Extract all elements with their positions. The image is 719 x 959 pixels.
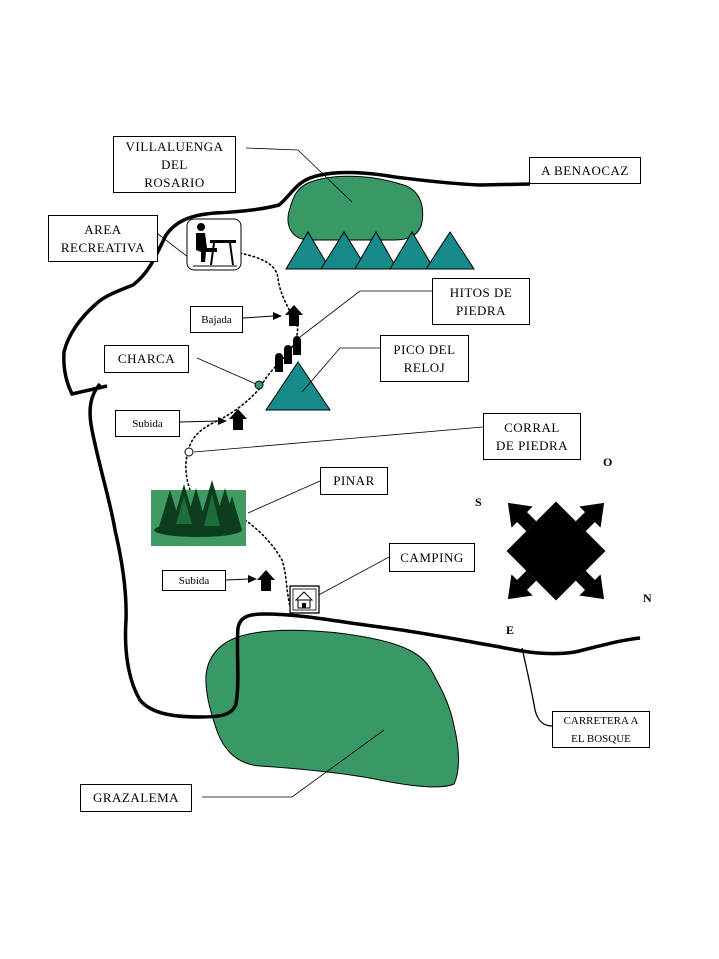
label-pinar: PINAR — [320, 467, 388, 495]
compass-north-label: N — [643, 591, 652, 605]
label-subida-upper: Subida — [115, 410, 180, 437]
road-to-el-bosque — [521, 647, 553, 727]
stone-markers-icon — [275, 336, 301, 372]
compass-rose-icon — [506, 501, 606, 601]
label-area-recreativa: AREA RECREATIVA — [48, 215, 158, 262]
label-bajada: Bajada — [190, 306, 243, 333]
compass-west-label: O — [603, 455, 613, 469]
mountain-range — [285, 230, 475, 270]
leader-lines — [157, 147, 484, 798]
label-subida-lower: Subida — [162, 570, 226, 591]
villaluenga-town-area — [287, 175, 424, 241]
label-charca: CHARCA — [104, 345, 189, 373]
compass-south-label: S — [475, 495, 482, 509]
label-camping: CAMPING — [389, 543, 475, 572]
compass-east-label: E — [506, 623, 515, 637]
grazalema-town-area — [205, 629, 459, 788]
label-benaocaz: A BENAOCAZ — [529, 157, 641, 184]
picnic-area-icon — [186, 218, 242, 271]
bajada-arrow-icon — [285, 305, 303, 326]
camping-house-icon — [289, 585, 320, 614]
label-grazalema: GRAZALEMA — [80, 784, 192, 812]
label-hitos-de-piedra: HITOS DE PIEDRA — [432, 278, 530, 325]
label-pico-del-reloj: PICO DEL RELOJ — [380, 335, 469, 382]
pico-del-reloj-mountain — [265, 361, 331, 411]
label-pointer-arrows — [179, 312, 282, 583]
subida-arrow-1-icon — [229, 409, 247, 430]
road-to-grazalema — [88, 382, 641, 719]
stone-corral-icon — [184, 447, 194, 457]
subida-arrow-2-icon — [257, 570, 275, 591]
road-to-benaocaz — [62, 170, 531, 397]
label-corral-de-piedra: CORRAL DE PIEDRA — [483, 413, 581, 460]
pine-forest-icon — [151, 480, 246, 546]
label-villaluenga: VILLALUENGA DEL ROSARIO — [113, 136, 236, 193]
pond-icon — [254, 380, 264, 390]
label-carretera-el-bosque: CARRETERA A EL BOSQUE — [552, 711, 650, 748]
